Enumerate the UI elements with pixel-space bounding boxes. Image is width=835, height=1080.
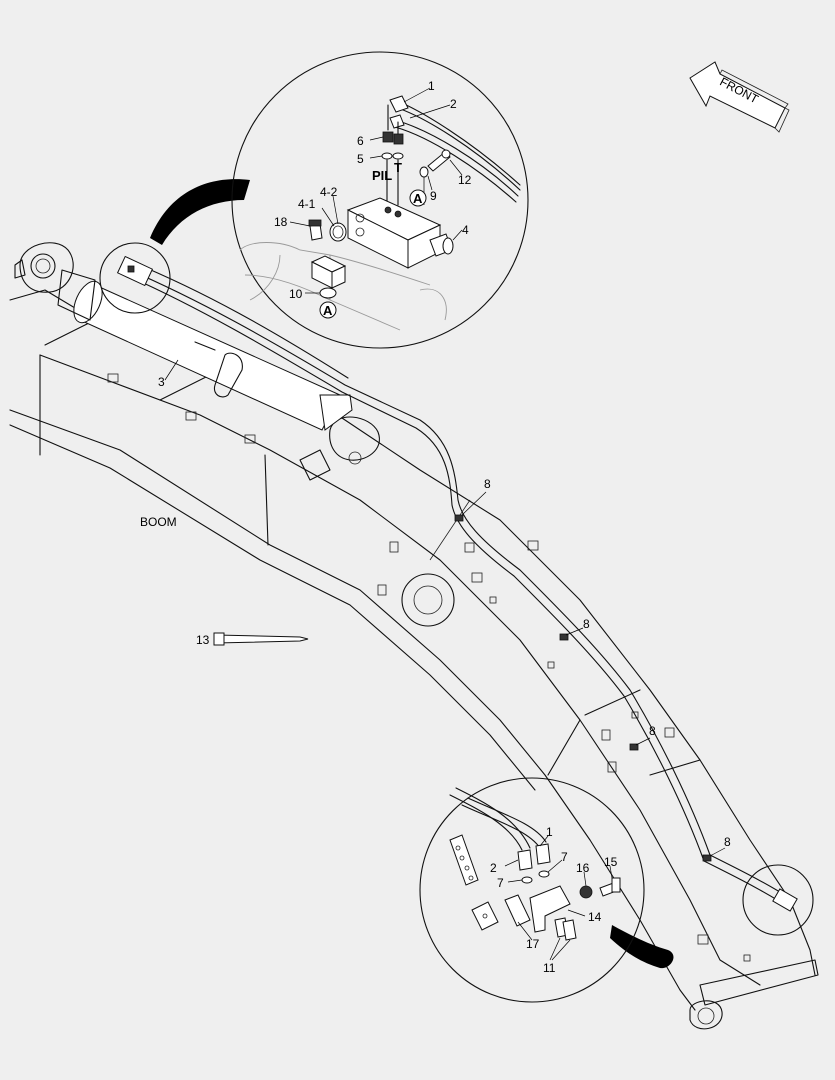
detail-ref-a-lower: A xyxy=(323,303,333,318)
lower-callout-2: 2 xyxy=(490,861,497,875)
boom-structure xyxy=(9,242,819,1030)
lower-callout-11: 11 xyxy=(543,961,556,975)
upper-callout-18: 18 xyxy=(274,215,288,229)
magnifier-ring-foot xyxy=(742,864,814,936)
port-label-pilot: PIL xyxy=(372,168,392,183)
upper-callout-2: 2 xyxy=(450,97,457,111)
upper-detail: A A PIL T xyxy=(99,51,529,349)
callout-8-d: 8 xyxy=(724,835,731,849)
boom-cylinder xyxy=(57,269,353,431)
lower-callout-16: 16 xyxy=(576,861,590,875)
boom-label: BOOM xyxy=(140,515,177,529)
lower-callout-17: 17 xyxy=(526,937,540,951)
lower-callout-1: 1 xyxy=(546,825,553,839)
port-label-tank: T xyxy=(394,160,402,175)
upper-callout-5: 5 xyxy=(357,152,364,166)
hydraulic-lines xyxy=(116,255,798,912)
callout-3: 3 xyxy=(158,375,165,389)
upper-callout-4-1: 4-1 xyxy=(298,197,316,211)
callout-8-c: 8 xyxy=(649,724,656,738)
lower-detail xyxy=(419,777,814,1003)
lower-callout-14: 14 xyxy=(588,910,602,924)
magnifier-ring-cylinder xyxy=(99,242,171,314)
upper-callout-12: 12 xyxy=(458,173,472,187)
callout-13: 13 xyxy=(196,633,210,647)
lower-callout-15: 15 xyxy=(604,855,618,869)
front-arrow: FRONT xyxy=(689,61,790,133)
callout-8-b: 8 xyxy=(583,617,590,631)
callouts: 3 8 8 8 8 13 BOOM 1 2 6 5 12 9 4-1 4-2 1… xyxy=(140,79,731,975)
lower-callout-7-a: 7 xyxy=(561,850,568,864)
detail-ref-a-upper: A xyxy=(413,191,423,206)
upper-callout-4-2: 4-2 xyxy=(320,185,338,199)
lower-callout-7-b: 7 xyxy=(497,876,504,890)
upper-callout-1: 1 xyxy=(428,79,435,93)
callout-8-a: 8 xyxy=(484,477,491,491)
upper-callout-4: 4 xyxy=(462,223,469,237)
upper-callout-6: 6 xyxy=(357,134,364,148)
upper-callout-10: 10 xyxy=(289,287,303,301)
upper-callout-9: 9 xyxy=(430,189,437,203)
cable-tie xyxy=(213,632,309,646)
